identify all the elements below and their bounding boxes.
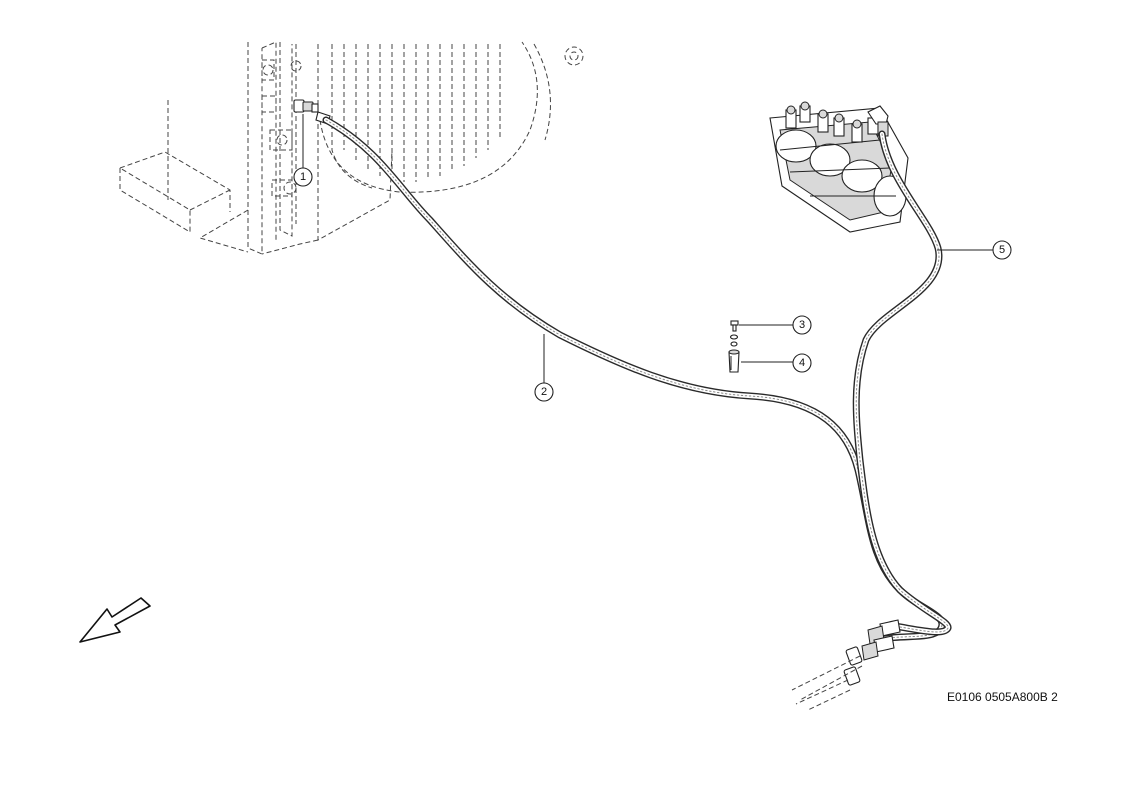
direction-arrow-icon [79, 597, 151, 643]
callout-label-1: 1 [300, 171, 306, 183]
callout-label-2: 2 [541, 386, 547, 398]
lower-hose-fittings [791, 619, 901, 711]
callout-3: 3 [792, 315, 812, 335]
clamp-part-4 [728, 334, 740, 373]
callout-2: 2 [534, 382, 554, 402]
drawing-reference-code: E0106 0505A800B 2 [947, 690, 1058, 704]
callout-label-3: 3 [799, 319, 805, 331]
callout-1: 1 [293, 167, 313, 187]
callout-label-4: 4 [799, 357, 805, 369]
control-valve-block [769, 101, 909, 233]
callout-4: 4 [792, 353, 812, 373]
callout-5: 5 [992, 240, 1012, 260]
hydraulic-hose-5 [852, 130, 952, 636]
screw-part-3 [730, 320, 739, 332]
leader-lines [302, 114, 993, 383]
callout-label-5: 5 [999, 244, 1005, 256]
frame-assembly-ghost [119, 41, 584, 255]
